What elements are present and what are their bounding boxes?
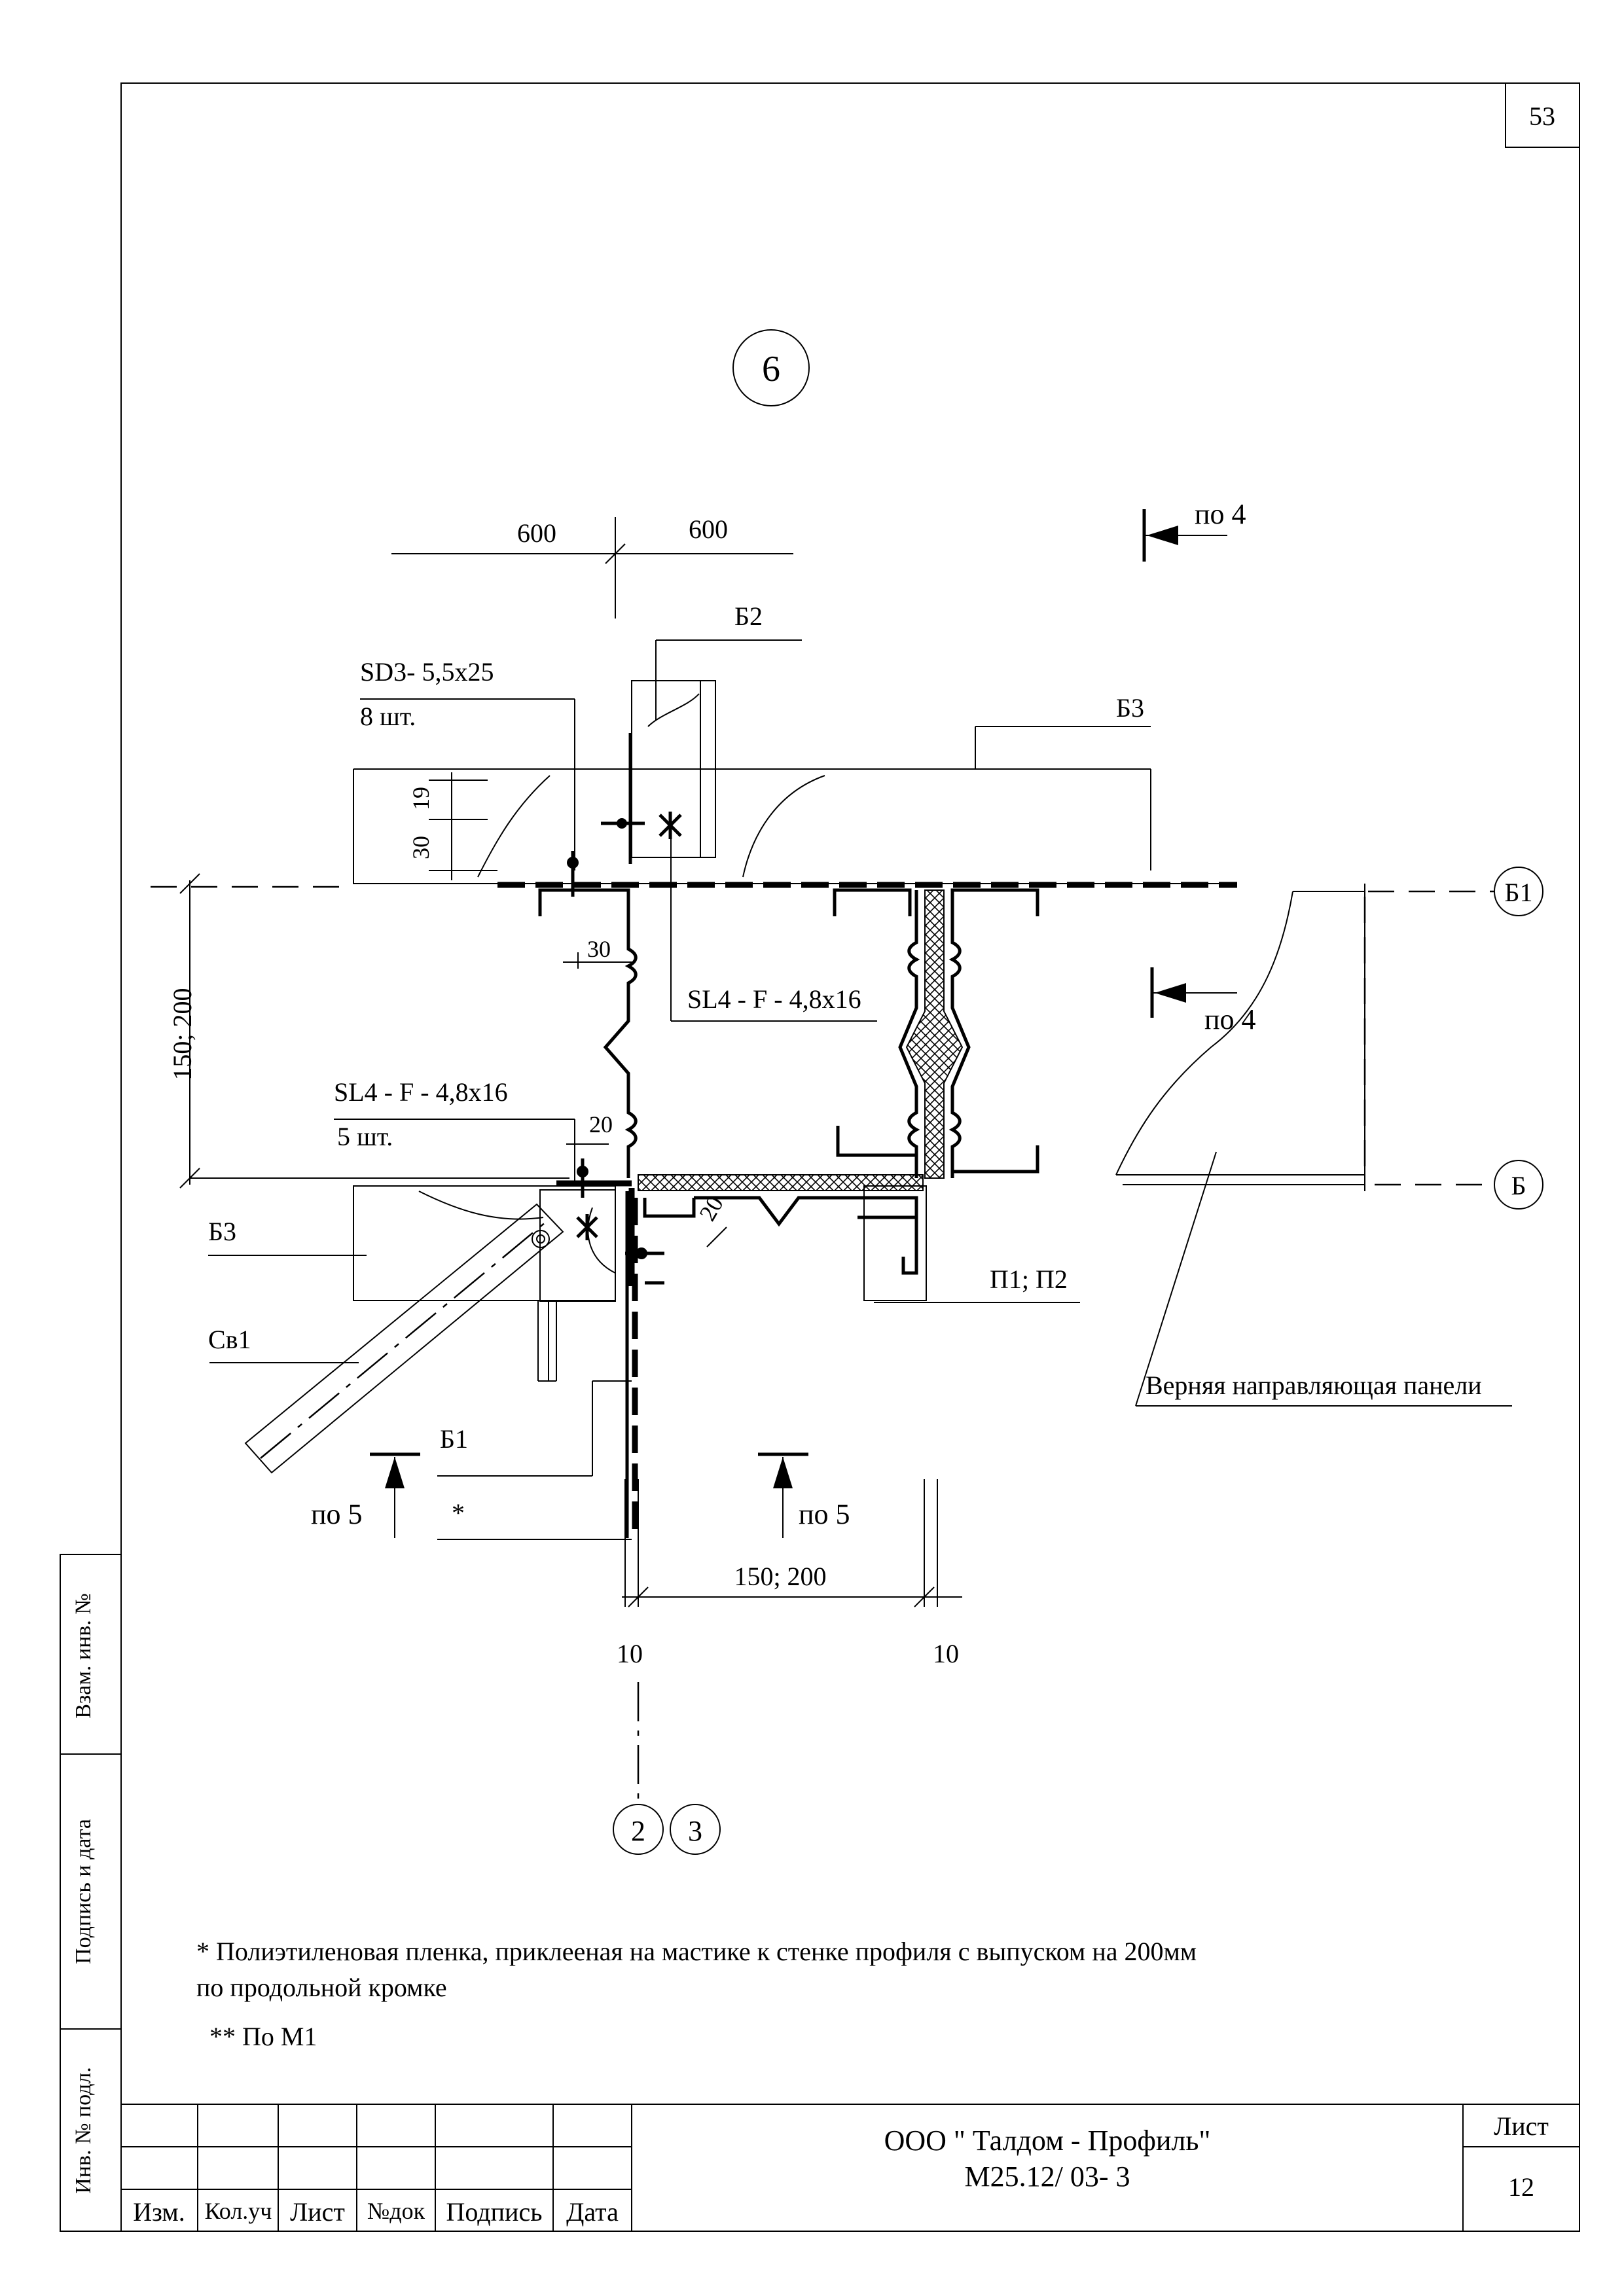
svg-text:по 5: по 5 [311,1498,363,1530]
svg-text:по 4: по 4 [1195,498,1246,530]
label-sv1: Св1 [208,1325,251,1354]
dim-30-left: 30 [408,836,434,859]
tb-company: ООО " Талдом - Профиль" [884,2125,1211,2157]
section-marker-po4-top: по 4 [1142,498,1246,562]
section-marker-po5-right: по 5 [758,1452,850,1538]
dim-bottom-right-offset: 10 [933,1639,959,1668]
tb-col-list: Лист [290,2197,345,2227]
dim-top-left: 600 [517,518,556,548]
sheet-frame [120,82,1580,2232]
label-star: * [452,1498,465,1528]
tb-col-podpis: Подпись [446,2197,543,2227]
label-b3-left: Б3 [208,1217,236,1246]
tb-doc-code: М25.12/ 03- 3 [965,2161,1130,2193]
note-1-line-1: * Полиэтиленовая пленка, приклееная на м… [196,1937,1197,1966]
section-marker-po4-mid: по 4 [1150,967,1256,1035]
note-2: ** По М1 [209,2022,317,2051]
dim-top-right: 600 [689,514,728,544]
margin-stamp-vzam: Взам. инв. № [71,1593,96,1719]
sheet-number-top: 53 [1529,101,1555,131]
margin-stamp-inv: Инв. № подл. [71,2067,96,2194]
dim-30-mid: 30 [587,936,611,962]
axis-b-circle [1494,1160,1543,1210]
label-b3-top: Б3 [1116,693,1144,723]
dim-bottom-left-offset: 10 [617,1639,643,1668]
section-marker-po5-left: по 5 [311,1452,420,1538]
label-b1: Б1 [440,1424,468,1454]
axis-3-circle [670,1804,721,1855]
label-screw-sl4-mid: SL4 - F - 4,8x16 [687,984,861,1014]
label-screw-sd3-qty: 8 шт. [360,702,416,731]
title-block [121,2104,1579,2231]
tb-sheet-no: 12 [1508,2172,1534,2202]
label-screw-sd3: SD3- 5,5x25 [360,657,494,687]
label-b2: Б2 [734,601,763,631]
margin-stamp-column [60,1554,122,2232]
axis-2-circle [613,1804,664,1855]
label-screw-sl4-left: SL4 - F - 4,8x16 [334,1077,508,1107]
axis-3: 3 [688,1815,702,1847]
tb-col-kol: Кол.уч [205,2198,272,2224]
axis-b1-circle [1494,867,1543,916]
note-1-line-2: по продольной кромке [196,1973,447,2002]
detail-marker: 6 [762,349,780,389]
label-screw-sl4-qty: 5 шт. [337,1122,393,1151]
tb-col-data: Дата [566,2197,619,2227]
axis-b: Б [1511,1171,1526,1200]
asterisk-lower [576,1214,598,1240]
label-guide-panel: Верняя направляющая панели [1146,1371,1482,1400]
axis-b1: Б1 [1505,878,1533,907]
dim-bottom-span: 150; 200 [734,1562,826,1591]
dim-left-vertical: 150; 200 [168,988,197,1080]
svg-text:по 5: по 5 [799,1498,850,1530]
tb-col-izm: Изм. [133,2197,185,2227]
axis-2: 2 [631,1815,645,1847]
label-p1p2: П1; П2 [990,1265,1068,1294]
margin-stamp-podpis: Подпись и дата [71,1819,96,1964]
screw-lower [625,1247,664,1285]
tb-col-ndok: №док [367,2198,425,2224]
tb-sheet-label: Лист [1494,2111,1549,2141]
sheet-number-box [1505,82,1580,148]
dim-19: 19 [408,787,434,810]
detail-marker-circle [732,329,810,406]
dim-20-upper: 20 [589,1111,613,1138]
